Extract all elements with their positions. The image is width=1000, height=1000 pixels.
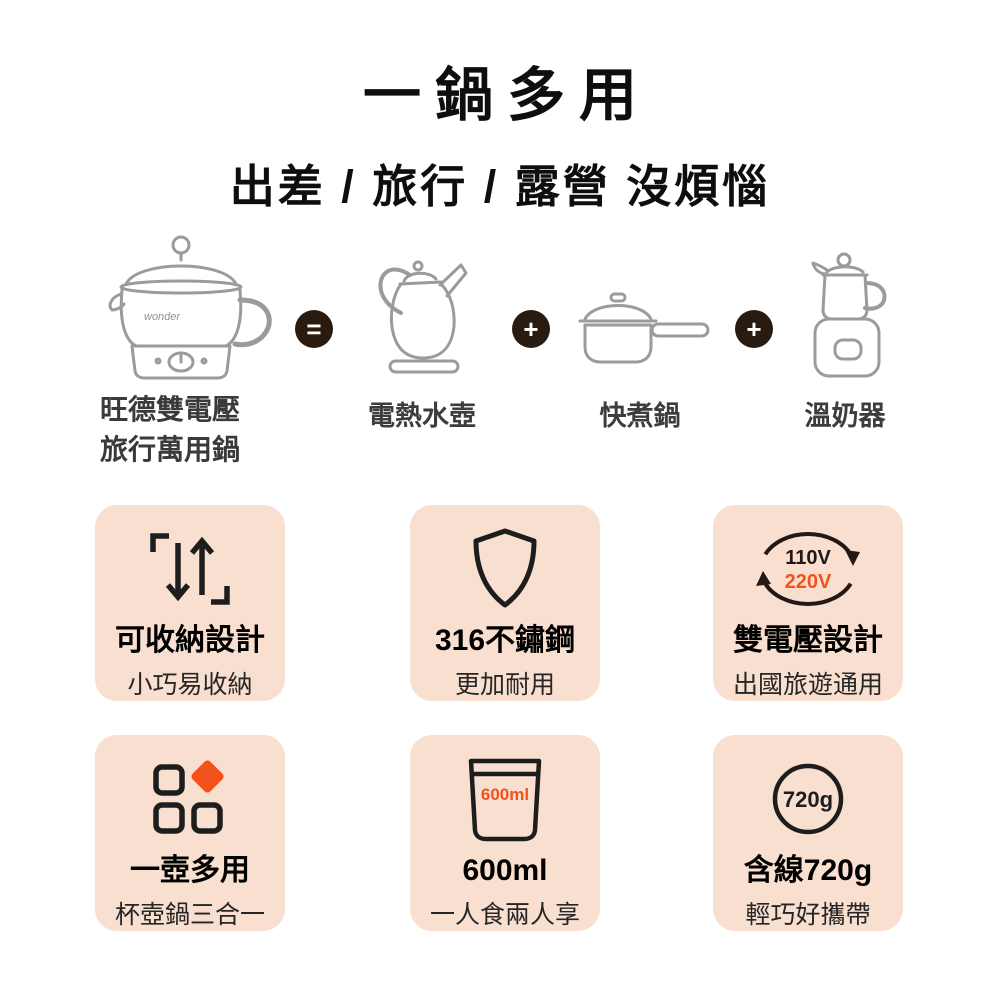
feature-subtitle: 小巧易收納 — [127, 671, 253, 699]
product-label: 旺德雙電壓 旅行萬用鍋 — [100, 390, 240, 470]
feature-subtitle: 出國旅遊通用 — [732, 671, 883, 699]
plus-sign: + — [523, 314, 539, 344]
plus-sign: + — [746, 314, 762, 344]
collapsible-arrows-icon — [150, 533, 230, 605]
feature-title: 一壺多用 — [130, 853, 250, 887]
product-label-line1: 旺德雙電壓 — [100, 394, 241, 425]
kettle-label: 電熱水壺 — [368, 401, 476, 431]
plus-badge-2: + — [735, 310, 773, 348]
feature-card-capacity: 600ml 600ml 一人食兩人享 — [410, 735, 600, 931]
plus-badge-1: + — [512, 310, 550, 348]
saucepan-icon — [578, 292, 710, 364]
weight-circle-icon: 720g — [772, 764, 844, 835]
weight-label: 720g — [783, 787, 833, 812]
equals-sign: = — [306, 314, 322, 344]
milk-warmer-label: 溫奶器 — [804, 401, 886, 431]
kettle-icon — [378, 260, 468, 374]
feature-subtitle: 更加耐用 — [454, 671, 555, 699]
brand-script: wonder — [144, 311, 181, 323]
page-title: 一鍋多用 — [362, 63, 651, 128]
feature-card-dual-voltage: 110V 220V 雙電壓設計 出國旅遊通用 — [713, 505, 903, 701]
equals-badge: = — [295, 310, 333, 348]
product-label-line2: 旅行萬用鍋 — [100, 434, 241, 465]
voltage-110: 110V — [785, 547, 831, 569]
header: 一鍋多用 出差 / 旅行 / 露營 沒煩惱 — [0, 48, 1000, 215]
travel-pot-icon: wonder — [108, 235, 272, 380]
feature-card-collapsible: 可收納設計 小巧易收納 — [95, 505, 285, 701]
feature-card-multi-use: 一壺多用 杯壺鍋三合一 — [95, 735, 285, 931]
feature-title: 316不鏽鋼 — [434, 623, 576, 657]
milk-warmer-icon — [811, 252, 887, 378]
feature-subtitle: 杯壺鍋三合一 — [114, 901, 265, 929]
measuring-cup-icon: 600ml — [468, 759, 542, 842]
capacity-label: 600ml — [481, 785, 529, 804]
feature-title: 含線720g — [743, 853, 873, 887]
feature-title: 600ml — [462, 853, 548, 887]
voltage-220: 220V — [785, 571, 832, 593]
feature-subtitle: 一人食兩人享 — [429, 901, 580, 929]
shield-icon — [473, 528, 537, 608]
page-subtitle: 出差 / 旅行 / 露營 沒煩惱 — [229, 161, 771, 212]
feature-card-weight: 720g 含線720g 輕巧好攜帶 — [713, 735, 903, 931]
feature-title: 雙電壓設計 — [733, 623, 883, 657]
multi-purpose-squares-icon — [153, 760, 224, 834]
feature-card-stainless: 316不鏽鋼 更加耐用 — [410, 505, 600, 701]
feature-title: 可收納設計 — [115, 623, 265, 657]
dual-voltage-icon: 110V 220V — [756, 532, 860, 607]
saucepan-label: 快煮鍋 — [599, 401, 681, 431]
feature-subtitle: 輕巧好攜帶 — [745, 901, 871, 929]
